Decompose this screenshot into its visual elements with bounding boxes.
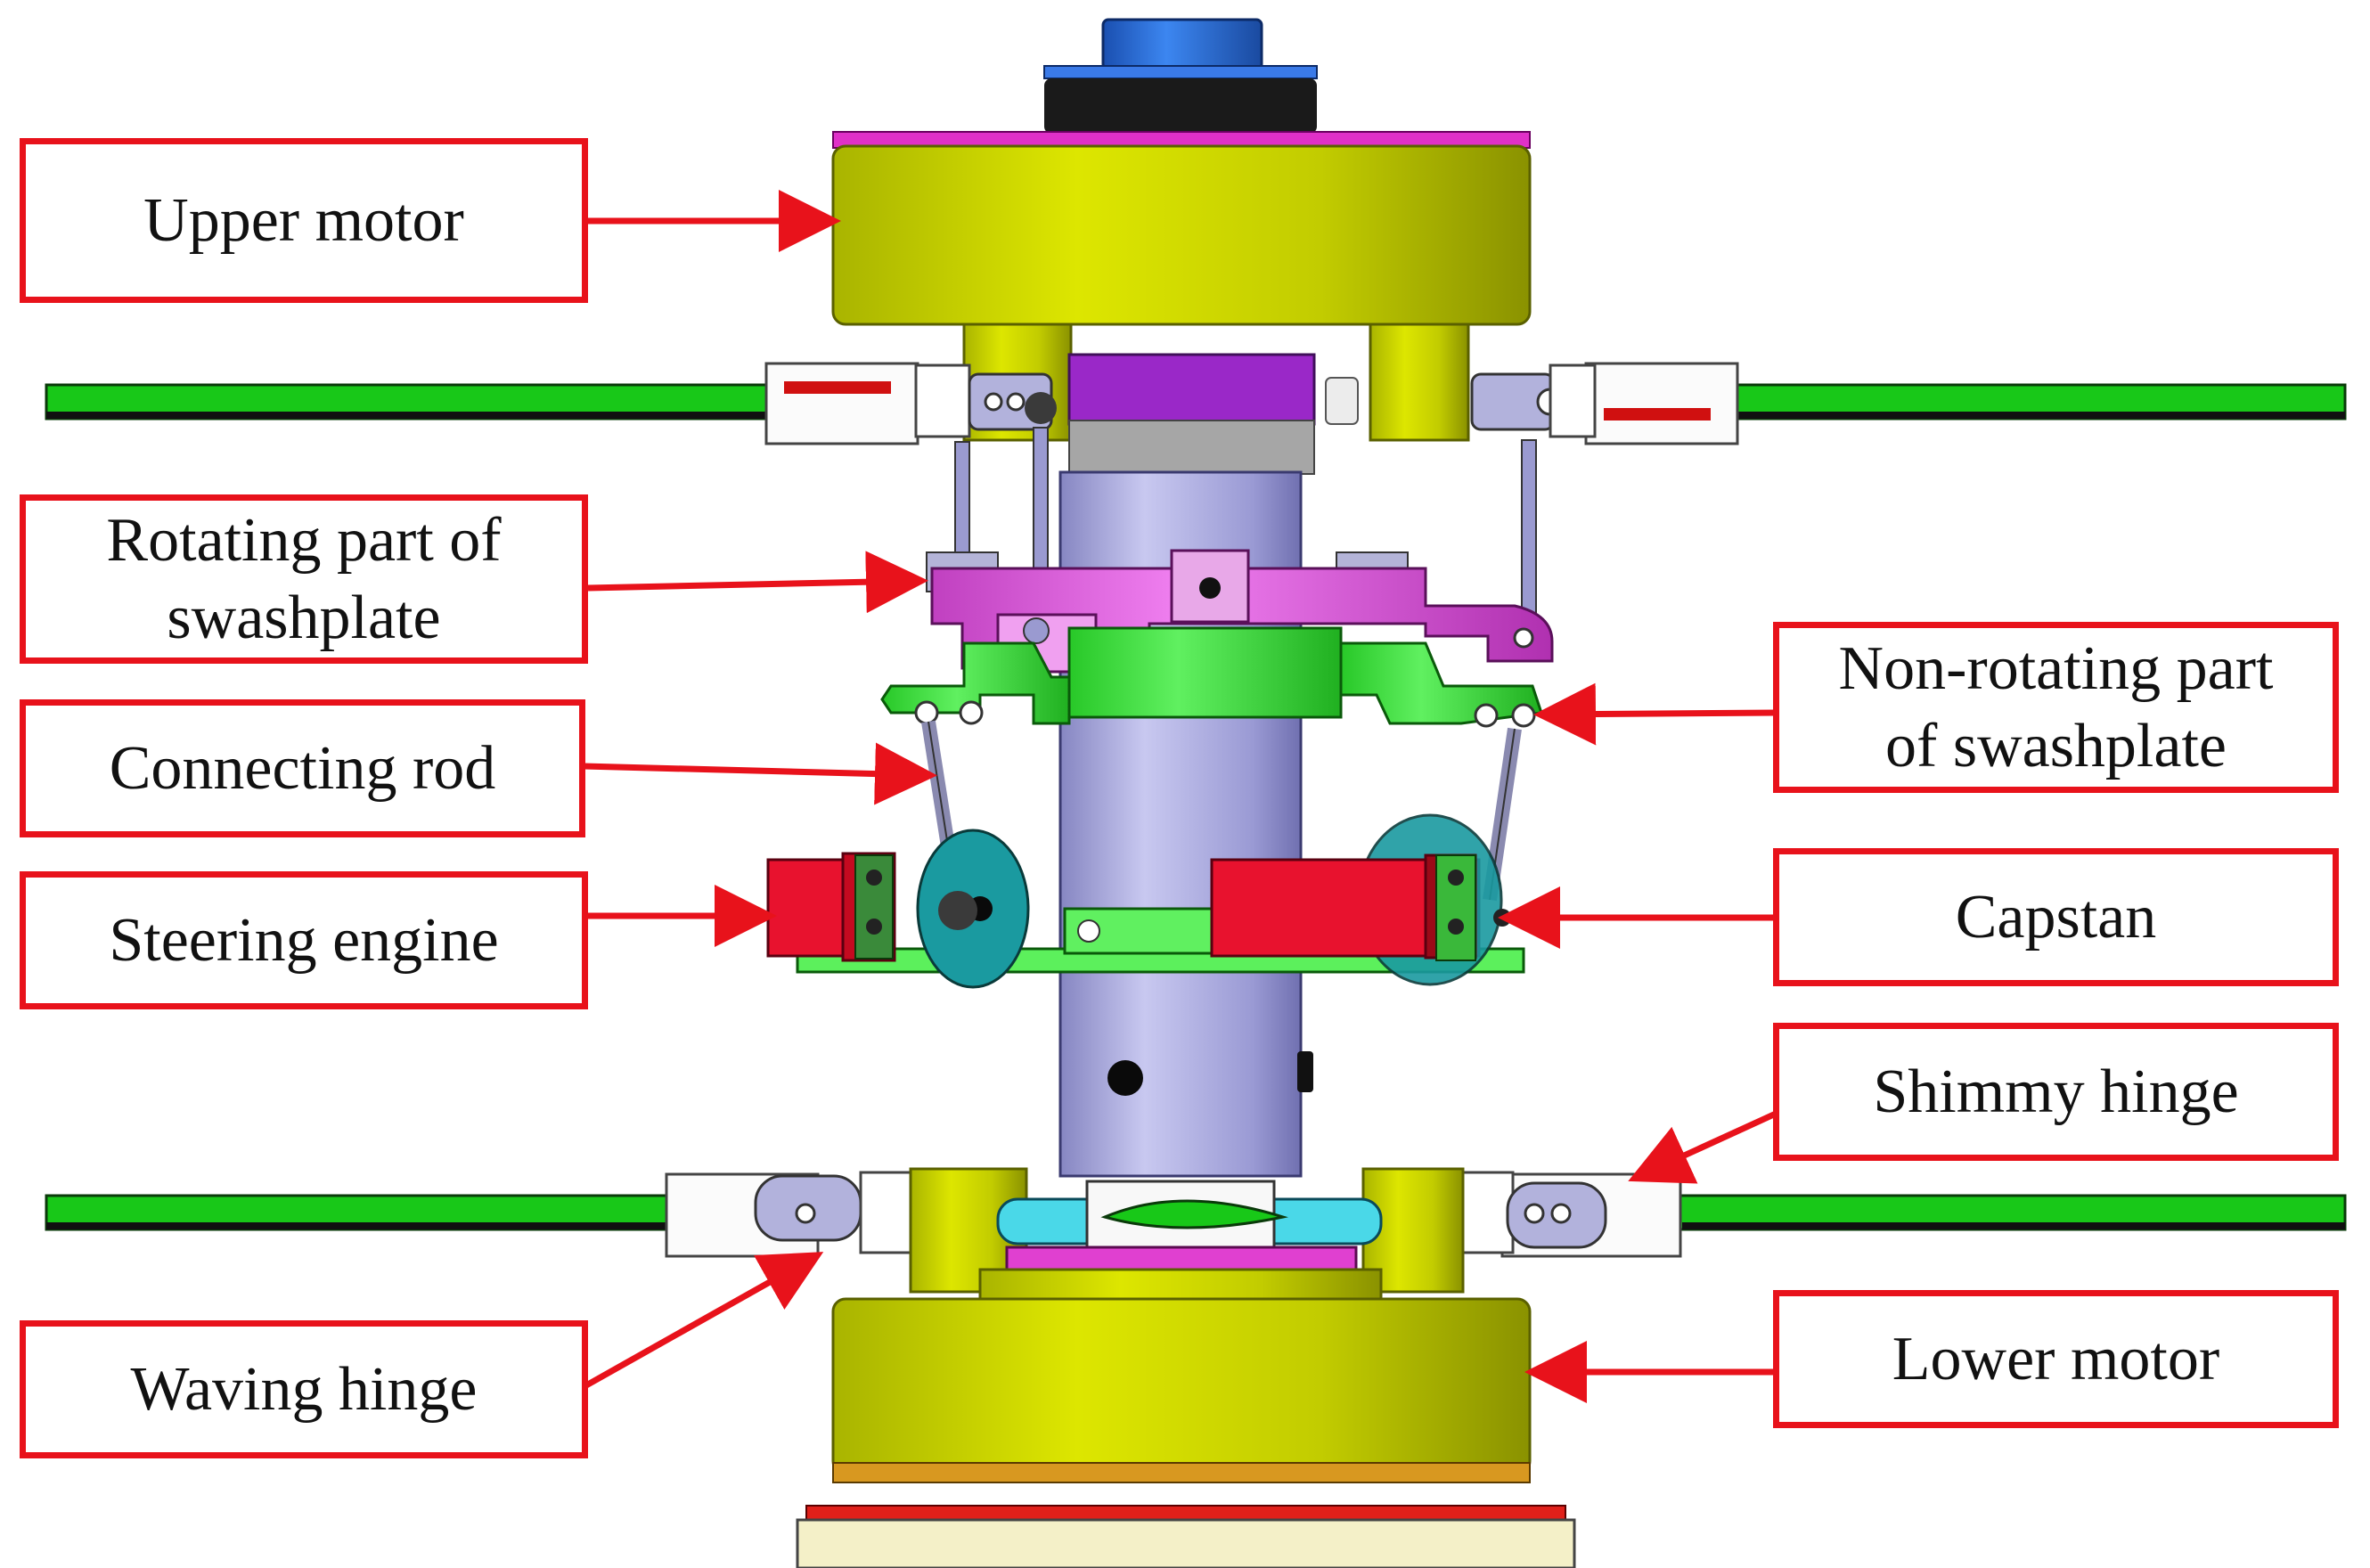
right-capstan — [1210, 813, 1511, 986]
upper-hub — [962, 323, 1470, 475]
shaft-hole — [1107, 1060, 1143, 1096]
lower-motor-body — [796, 1297, 1576, 1568]
label-steering-engine: Steering engine — [20, 871, 588, 1009]
label-capstan-text: Capstan — [1955, 882, 2157, 951]
label-rotating-swashplate-line2: swashplate — [167, 584, 441, 652]
callout-arrows — [583, 190, 1778, 1403]
label-lower-motor-text: Lower motor — [1892, 1324, 2220, 1393]
label-connecting-rod: Connecting rod — [20, 699, 585, 837]
top-cap — [1043, 18, 1318, 134]
arrow-nonrotating-swashplate — [1533, 682, 1777, 746]
label-upper-motor-text: Upper motor — [143, 185, 464, 255]
lower-blades — [45, 1172, 2347, 1258]
label-upper-motor: Upper motor — [20, 138, 588, 303]
upper-blades — [45, 362, 2347, 445]
arrow-connecting-rod — [583, 742, 937, 805]
arrow-waving-hinge — [584, 1252, 824, 1389]
label-waving-hinge: Waving hinge — [20, 1320, 588, 1458]
nonrotating-swashplate — [880, 626, 1543, 728]
label-shimmy-hinge: Shimmy hinge — [1773, 1023, 2339, 1161]
left-capstan — [916, 829, 1030, 989]
shaft-pin — [1297, 1051, 1313, 1092]
label-waving-hinge-text: Waving hinge — [130, 1354, 478, 1424]
arrow-shimmy-hinge — [1628, 1110, 1778, 1184]
arrow-rotating-swashplate — [587, 551, 928, 614]
label-connecting-rod-text: Connecting rod — [109, 733, 496, 803]
label-lower-motor: Lower motor — [1773, 1290, 2339, 1428]
lower-hinges — [754, 1171, 1607, 1254]
label-rotating-swashplate: Rotating part of swashplate — [20, 494, 588, 664]
upper-motor-body — [831, 131, 1532, 326]
label-nonrotating-swashplate: Non-rotating part of swashplate — [1773, 622, 2339, 793]
label-nonrotating-swashplate-line1: Non-rotating part — [1838, 633, 2274, 703]
left-steering-engine — [766, 852, 896, 962]
label-rotating-swashplate-line1: Rotating part of — [106, 505, 502, 575]
label-nonrotating-swashplate-line2: of swashplate — [1885, 712, 2227, 780]
label-shimmy-hinge-text: Shimmy hinge — [1873, 1057, 2239, 1126]
label-steering-engine-text: Steering engine — [109, 905, 499, 975]
lower-hub — [909, 1167, 1465, 1303]
label-capstan: Capstan — [1773, 848, 2339, 986]
